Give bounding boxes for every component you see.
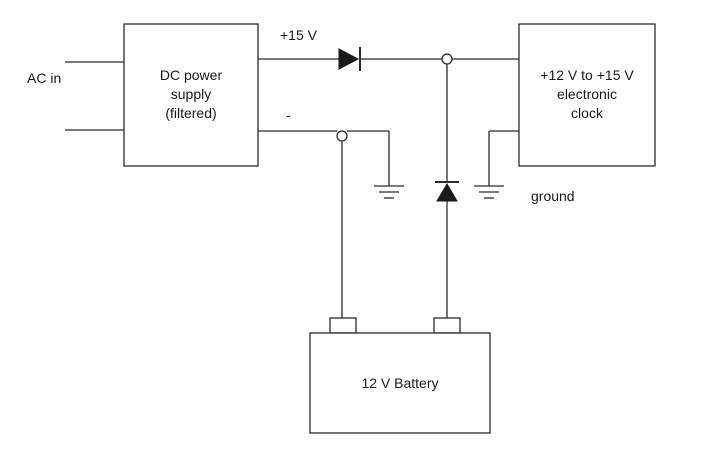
battery-positive-terminal xyxy=(433,317,461,334)
power-supply-label-line1: DC power xyxy=(160,67,223,83)
negative-junction-node xyxy=(336,130,348,142)
battery-negative-terminal xyxy=(329,317,357,334)
clock-label-line2: electronic xyxy=(557,86,617,102)
positive-junction-node xyxy=(441,53,453,65)
clock-label-line3: clock xyxy=(571,105,604,121)
blocking-diode-icon xyxy=(435,181,459,202)
ground-label: ground xyxy=(531,188,575,204)
series-diode-icon xyxy=(338,47,361,71)
plus-15v-label: +15 V xyxy=(280,27,318,43)
power-supply-label-line3: (filtered) xyxy=(165,105,216,121)
power-supply-box xyxy=(123,23,259,167)
battery-box xyxy=(309,332,491,434)
ground-icon-supply xyxy=(374,185,404,199)
clock-box xyxy=(518,23,656,167)
power-supply-label-line2: supply xyxy=(171,86,211,102)
minus-label: - xyxy=(286,107,291,123)
clock-label-line1: +12 V to +15 V xyxy=(540,67,634,83)
ac-in-label: AC in xyxy=(27,70,61,86)
battery-label: 12 V Battery xyxy=(361,375,438,391)
ground-icon-clock xyxy=(474,185,504,199)
